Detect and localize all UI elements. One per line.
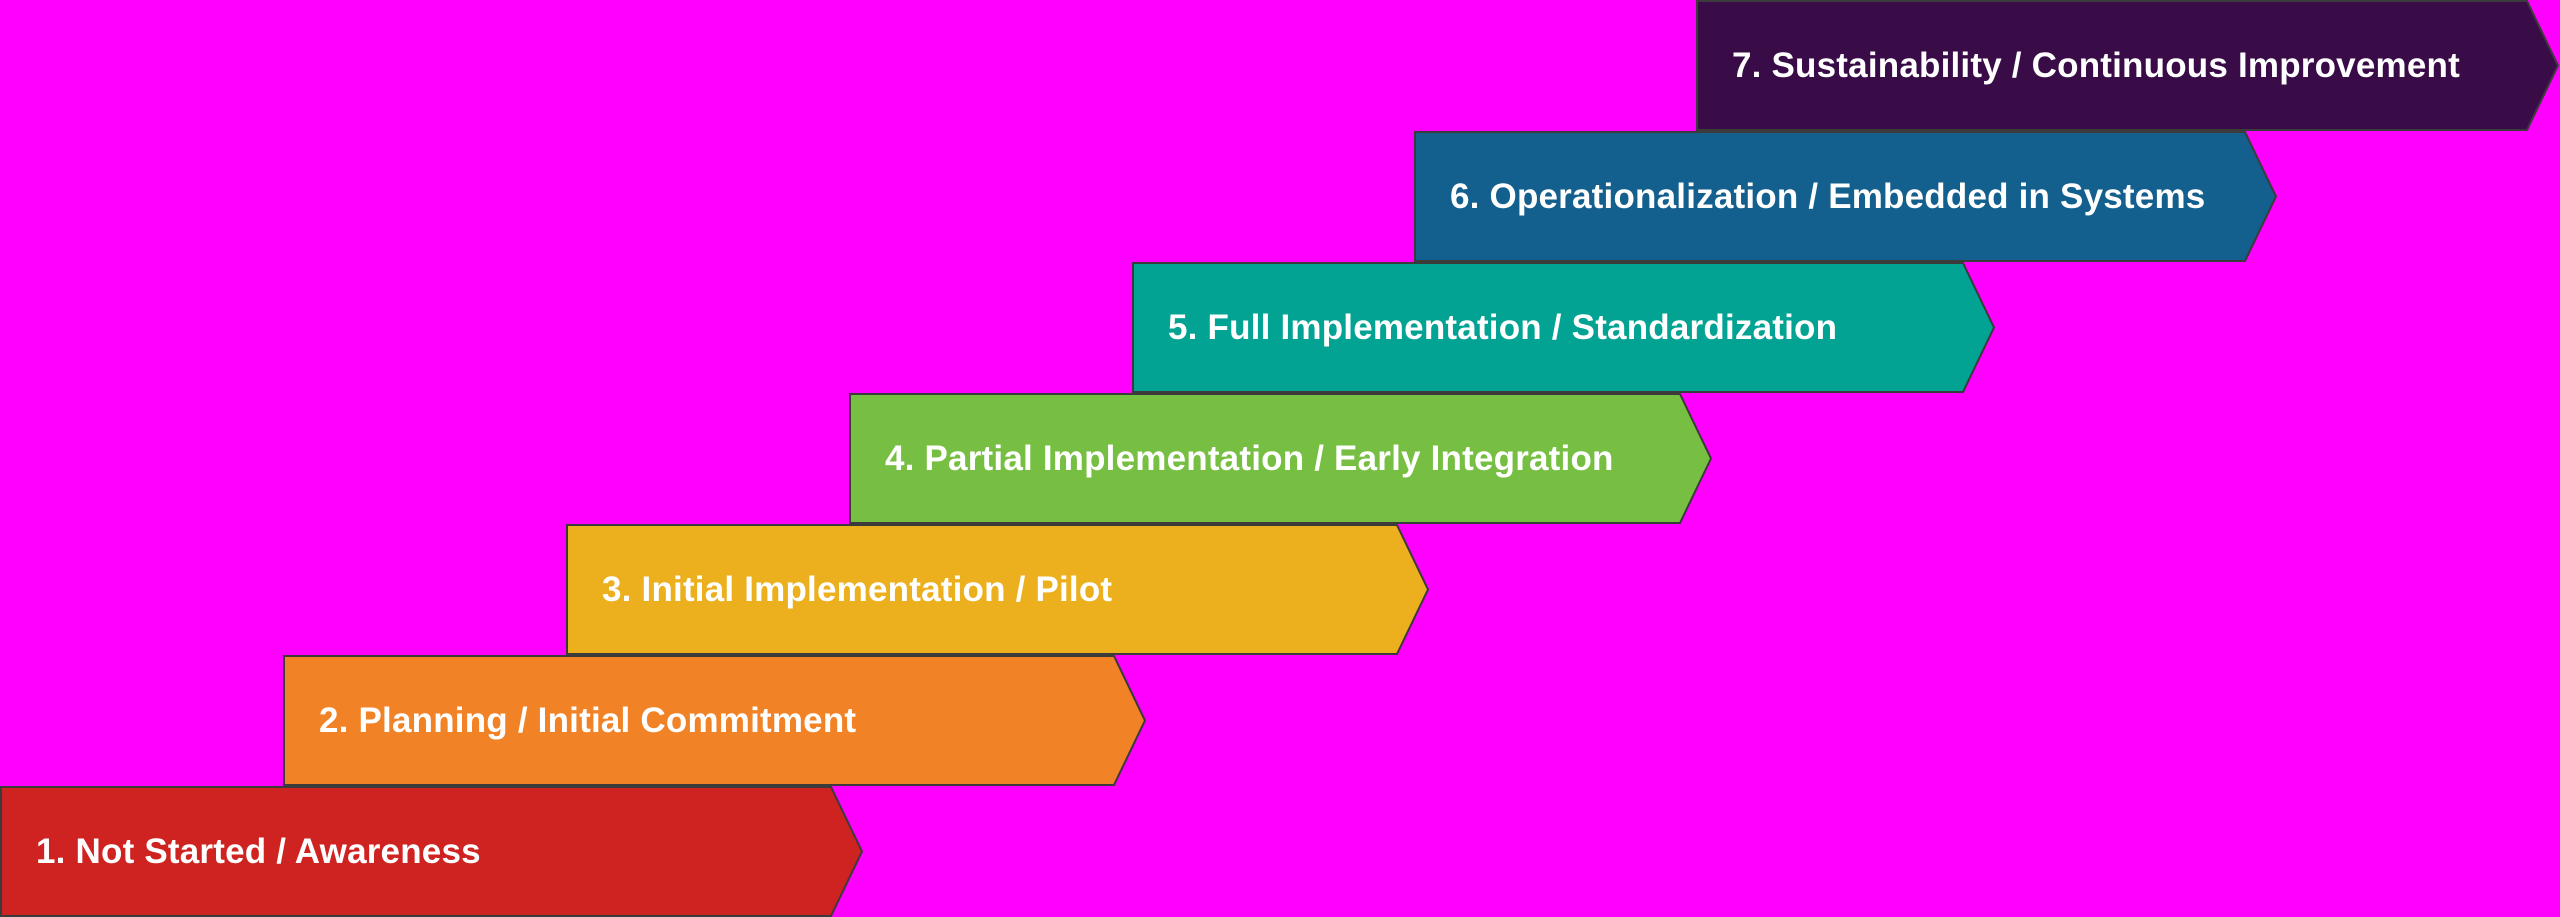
step-3-initial-implementation: 3. Initial Implementation / Pilot [566,524,1430,655]
step-2-planning: 2. Planning / Initial Commitment [283,655,1147,786]
step-arrow-shape [849,393,1713,524]
step-arrow-shape [1414,131,2278,262]
step-arrow-shape [1696,0,2560,131]
step-4-partial-implementation: 4. Partial Implementation / Early Integr… [849,393,1713,524]
step-1-not-started: 1. Not Started / Awareness [0,786,864,917]
step-6-operationalization: 6. Operationalization / Embedded in Syst… [1414,131,2278,262]
step-label: 7. Sustainability / Continuous Improveme… [1732,45,2460,85]
step-label: 1. Not Started / Awareness [36,831,481,871]
step-arrow-shape [566,524,1430,655]
step-7-sustainability: 7. Sustainability / Continuous Improveme… [1696,0,2560,131]
step-label: 6. Operationalization / Embedded in Syst… [1450,176,2206,216]
step-arrow-shape [1132,262,1996,393]
step-arrow-shape [283,655,1147,786]
step-5-full-implementation: 5. Full Implementation / Standardization [1132,262,1996,393]
step-label: 4. Partial Implementation / Early Integr… [885,438,1614,478]
step-label: 5. Full Implementation / Standardization [1168,307,1838,347]
step-label: 2. Planning / Initial Commitment [319,700,857,740]
step-arrow-shape [0,786,864,917]
step-label: 3. Initial Implementation / Pilot [602,569,1113,609]
